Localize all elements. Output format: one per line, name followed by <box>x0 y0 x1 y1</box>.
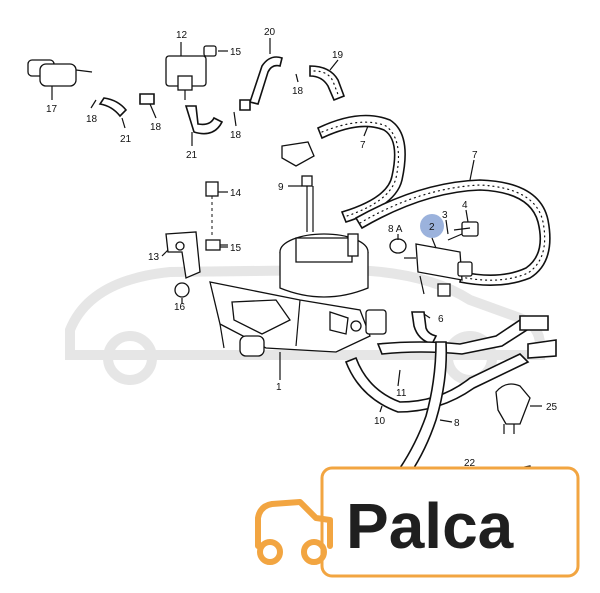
callout-2: 2 <box>429 222 435 233</box>
callout-13: 13 <box>148 252 160 263</box>
callout-7a: 7 <box>360 140 366 151</box>
logo-text: Palca <box>346 490 514 562</box>
part-15-screw <box>205 239 228 251</box>
part-13-bracket <box>165 231 201 279</box>
part-25-clamp <box>495 383 531 434</box>
part-2-valve <box>404 243 473 297</box>
palca-logo: Palca <box>255 466 580 578</box>
part-8A-fitting <box>389 238 407 254</box>
callout-4: 4 <box>462 200 468 211</box>
callout-12: 12 <box>176 30 188 41</box>
callout-25: 25 <box>546 402 558 413</box>
part-14-stud <box>205 181 219 236</box>
callout-1: 1 <box>276 382 282 393</box>
callout-17: 17 <box>46 104 58 115</box>
callout-labels: 12 15 20 19 17 18 21 18 21 18 18 7 9 14 … <box>46 27 558 555</box>
callout-21b: 21 <box>186 150 198 161</box>
callout-6: 6 <box>438 314 444 325</box>
part-21-hose-right <box>184 105 224 135</box>
part-21-hose-left <box>98 93 155 118</box>
part-3-4-screw <box>447 221 479 241</box>
part-12-valve <box>165 45 217 100</box>
part-7-hose-right <box>354 179 551 286</box>
part-20-hose <box>239 56 283 111</box>
callout-18a: 18 <box>86 114 98 125</box>
callout-15b: 15 <box>230 243 242 254</box>
highlight-circle-2 <box>420 214 444 238</box>
callout-19: 19 <box>332 50 344 61</box>
callout-18d: 18 <box>292 86 304 97</box>
callout-18b: 18 <box>150 122 162 133</box>
callout-21a: 21 <box>120 134 132 145</box>
callout-7b: 7 <box>472 150 478 161</box>
callout-8: 8 <box>454 418 460 429</box>
callout-16: 16 <box>174 302 186 313</box>
part-9-bolt <box>281 141 315 232</box>
part-6-elbow <box>411 311 438 345</box>
part-16-nut <box>174 282 190 298</box>
callout-10: 10 <box>374 416 386 427</box>
part-11-hose <box>376 315 549 355</box>
callout-20: 20 <box>264 27 276 38</box>
part-7-hose-upper <box>316 114 406 223</box>
callout-14: 14 <box>230 188 242 199</box>
callout-8A: 8 A <box>388 224 403 235</box>
callout-3: 3 <box>442 210 448 221</box>
part-19-hose <box>309 65 346 102</box>
callout-15a: 15 <box>230 47 242 58</box>
callout-11: 11 <box>396 388 407 399</box>
callout-9: 9 <box>278 182 284 193</box>
leader-lines <box>51 38 542 485</box>
part-17-fitting <box>27 59 93 98</box>
part-1-throttle-body <box>209 233 387 357</box>
callout-18c: 18 <box>230 130 242 141</box>
truck-icon <box>255 499 333 565</box>
callout-22: 22 <box>464 458 476 469</box>
